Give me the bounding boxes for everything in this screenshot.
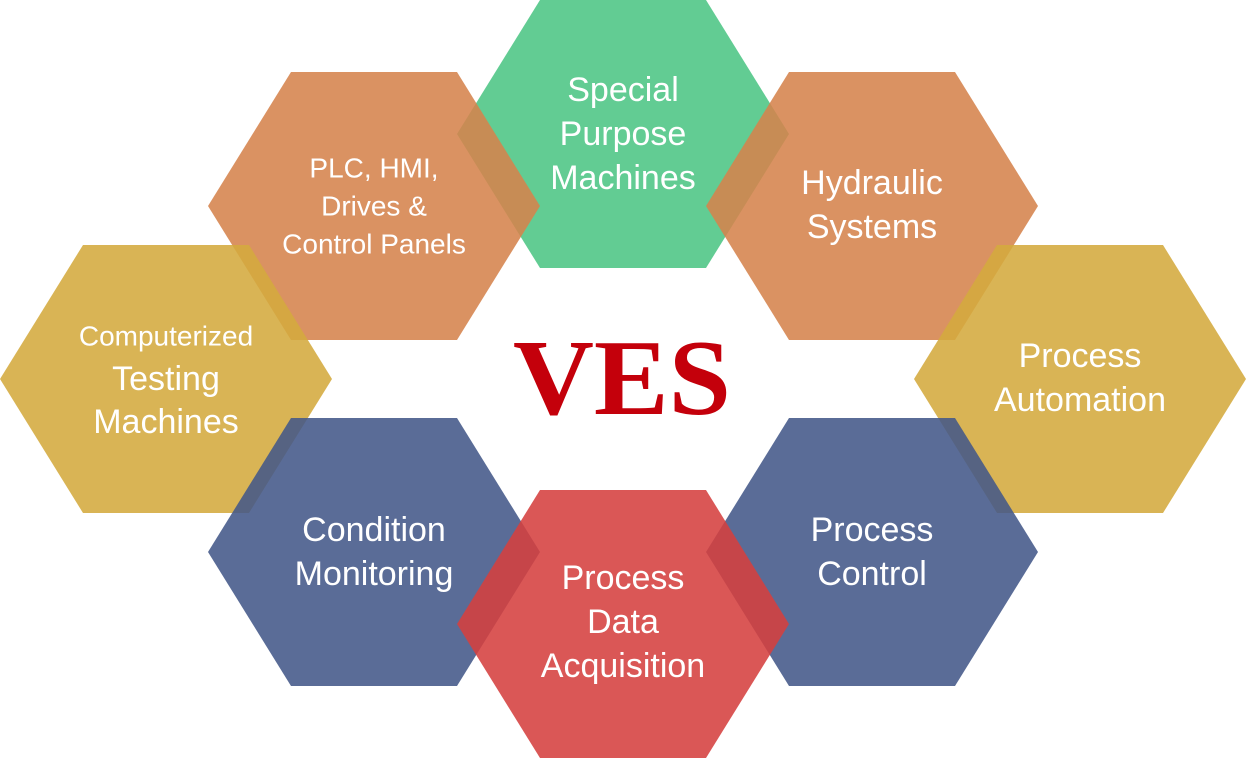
hexagon-label-special-purpose-machines: Purpose xyxy=(560,115,687,153)
hexagon-computerized-testing xyxy=(0,245,332,513)
hexagon-label-process-automation: Automation xyxy=(994,381,1166,419)
hexagon-label-process-automation: Process xyxy=(1019,337,1142,375)
hexagon-process-data-acquisition xyxy=(457,490,789,758)
hexagon-label-plc-hmi: PLC, HMI, xyxy=(309,152,438,183)
hexagon-label-process-data-acquisition: Process xyxy=(562,559,685,597)
hexagon-plc-hmi xyxy=(208,72,540,340)
hexagon-special-purpose-machines xyxy=(457,0,789,268)
hexagon-label-process-data-acquisition: Acquisition xyxy=(541,647,705,685)
hexagon-label-computerized-testing: Computerized xyxy=(79,320,253,351)
hexagon-label-computerized-testing: Testing xyxy=(112,360,220,398)
hexagon-label-process-data-acquisition: Data xyxy=(587,603,659,641)
hexagon-condition-monitoring xyxy=(208,418,540,686)
hexagon-label-plc-hmi: Control Panels xyxy=(282,228,466,259)
hexagon-process-automation xyxy=(914,245,1246,513)
hexagon-label-hydraulic-systems: Hydraulic xyxy=(801,164,943,202)
hexagon-label-hydraulic-systems: Systems xyxy=(807,208,937,246)
hexagon-label-process-control: Process xyxy=(811,511,934,549)
hexagon-label-special-purpose-machines: Machines xyxy=(550,159,696,197)
hexagon-label-computerized-testing: Machines xyxy=(93,403,239,441)
hexagon-label-special-purpose-machines: Special xyxy=(567,71,679,109)
hexagon-label-process-control: Control xyxy=(817,555,927,593)
hexagon-label-condition-monitoring: Condition xyxy=(302,511,446,549)
hexagon-label-plc-hmi: Drives & xyxy=(321,190,427,221)
hexagon-label-condition-monitoring: Monitoring xyxy=(295,555,454,593)
hexagon-hydraulic-systems xyxy=(706,72,1038,340)
ves-logo: VES xyxy=(513,319,731,438)
hexagon-process-control xyxy=(706,418,1038,686)
